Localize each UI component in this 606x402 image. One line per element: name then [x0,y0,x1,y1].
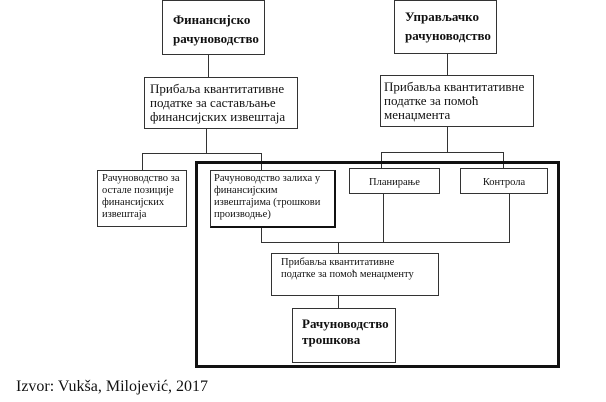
cost-accounting-frame [195,161,560,368]
connector [447,54,448,75]
cost-data-box: Прибавља квантитативне податке за помоћ … [271,253,439,296]
connector [261,242,510,243]
control-box: Контрола [460,168,548,194]
connector [142,153,143,170]
planning-box: Планирање [349,168,440,194]
connector [338,242,339,253]
connector [503,152,504,168]
inventory-accounting-box: Рачуноводство залиха у финансијским изве… [210,170,336,228]
management-accounting-box: Управљачко рачуноводство [394,0,497,54]
financial-data-box: Прибаља квантитативне податке за састављ… [144,77,298,129]
connector [206,129,207,153]
connector [383,194,384,242]
connector [381,152,382,168]
connector [338,296,339,308]
connector [381,152,504,153]
connector [142,153,262,154]
management-data-box: Прибавља квантитативне податке за помоћ … [380,75,534,127]
source-caption: Izvor: Vukša, Milojević, 2017 [16,378,209,395]
connector [208,55,209,77]
financial-accounting-box: Финансијско рачуноводство [162,0,265,55]
connector [261,227,262,242]
other-positions-box: Рачуноводство за остале позиције финанси… [97,170,187,227]
cost-accounting-box: Рачуноводство трошкова [292,308,396,363]
connector [447,127,448,152]
connector [509,194,510,242]
